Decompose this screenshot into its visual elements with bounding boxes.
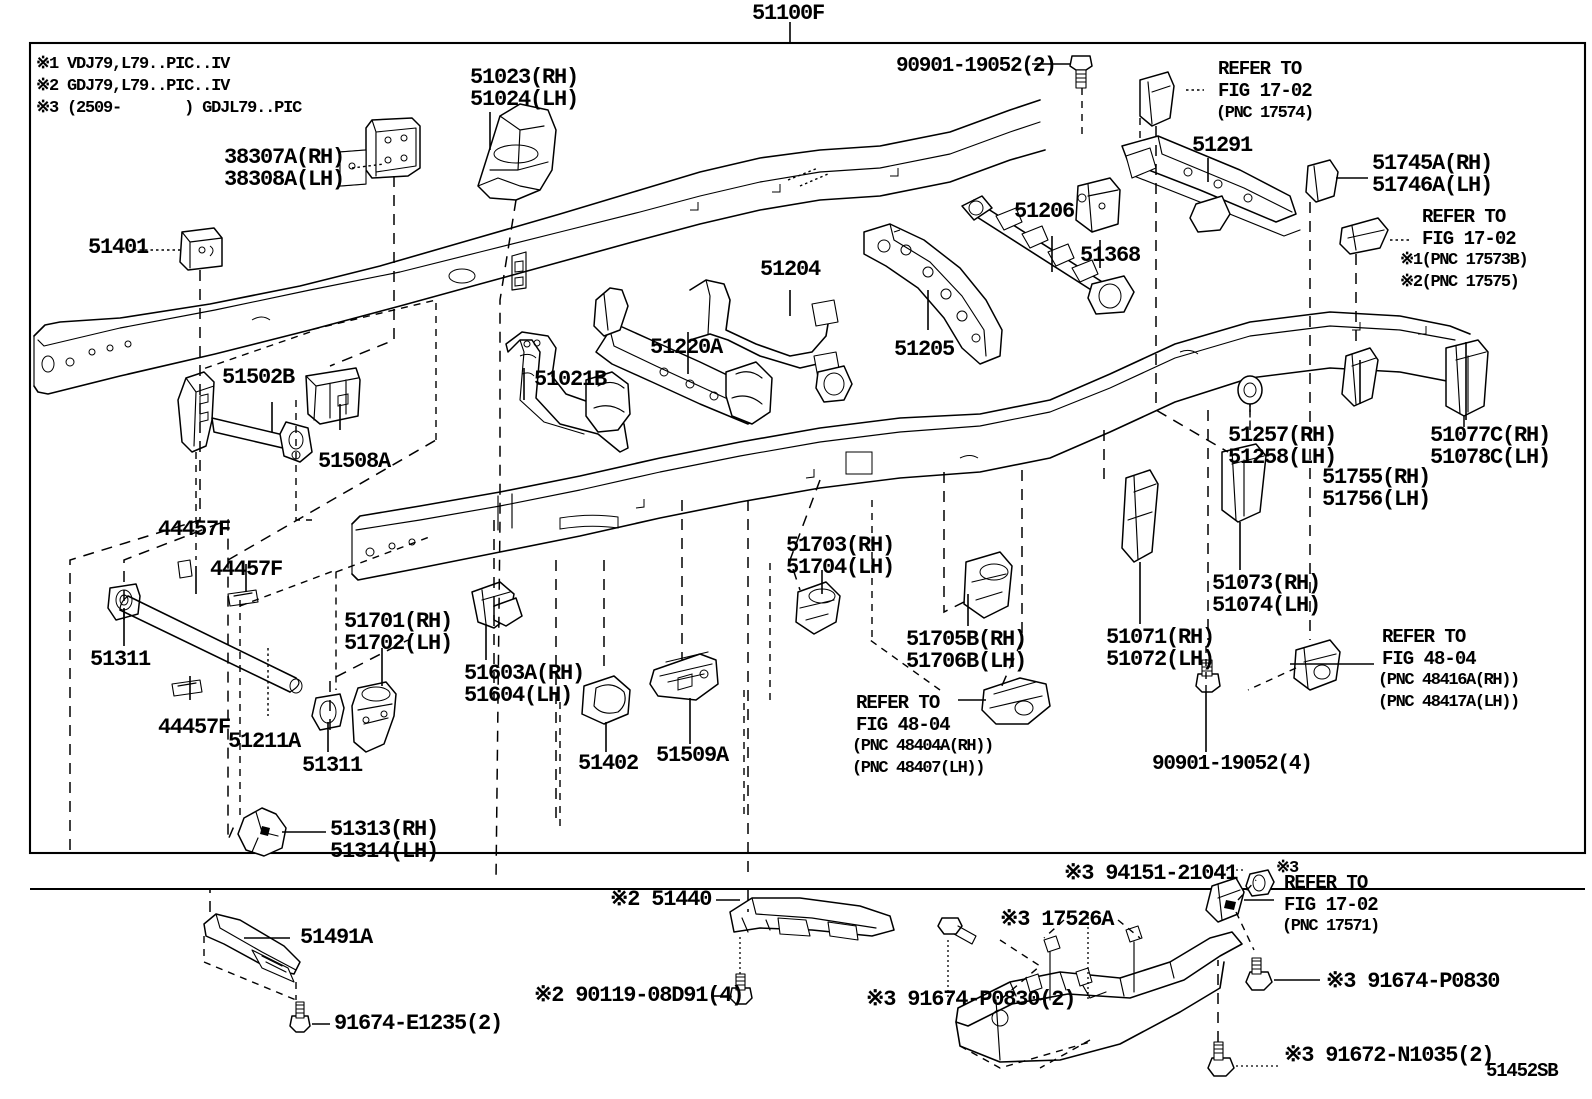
refer-5-mark: ※3 bbox=[1276, 859, 1299, 878]
refer-3-line3: (PNC 48404A(RH)) bbox=[852, 737, 994, 756]
label-51704-lh: 51704(LH) bbox=[786, 555, 895, 580]
refer-5-line3: (PNC 17571) bbox=[1282, 917, 1380, 936]
label-44457f-b: 44457F bbox=[210, 557, 283, 582]
label-51755-rh: 51755(RH) bbox=[1322, 465, 1431, 490]
refer-3-line2: FIG 48-04 bbox=[856, 714, 951, 736]
label-51509a: 51509A bbox=[656, 743, 729, 768]
label-51756-lh: 51756(LH) bbox=[1322, 487, 1431, 512]
label-bolt-91672-n1035: ※3 91672-N1035(2) bbox=[1284, 1043, 1494, 1068]
label-51257-rh: 51257(RH) bbox=[1228, 423, 1337, 448]
label-38307a-rh: 38307A(RH) bbox=[224, 145, 345, 170]
refer-3-line4: (PNC 48407(LH)) bbox=[852, 759, 985, 778]
refer-4-line3: (PNC 48416A(RH)) bbox=[1378, 671, 1520, 690]
refer-2-line3: ※1(PNC 17573B) bbox=[1400, 251, 1529, 270]
refer-4-line4: (PNC 48417A(LH)) bbox=[1378, 693, 1520, 712]
label-51024-lh: 51024(LH) bbox=[470, 87, 579, 112]
label-51603a-rh: 51603A(RH) bbox=[464, 661, 585, 686]
legend-line-1: ※1 VDJ79,L79..PIC..IV bbox=[36, 55, 230, 74]
refer-1-line3: (PNC 17574) bbox=[1216, 104, 1314, 123]
refer-1-line2: FIG 17-02 bbox=[1218, 80, 1313, 102]
label-51746a-lh: 51746A(LH) bbox=[1372, 173, 1493, 198]
label-51705b-rh: 51705B(RH) bbox=[906, 627, 1027, 652]
label-bolt-91674-e1235: 91674-E1235(2) bbox=[334, 1011, 503, 1036]
refer-2-line1: REFER TO bbox=[1422, 206, 1506, 228]
label-51205: 51205 bbox=[894, 337, 955, 362]
label-51220a: 51220A bbox=[650, 335, 723, 360]
label-51311-a: 51311 bbox=[90, 647, 151, 672]
label-51702-lh: 51702(LH) bbox=[344, 631, 453, 656]
label-51745a-rh: 51745A(RH) bbox=[1372, 151, 1493, 176]
label-51706b-lh: 51706B(LH) bbox=[906, 649, 1027, 674]
refer-5-line1: REFER TO bbox=[1284, 872, 1368, 894]
label-bolt-90901-top: 90901-19052(2) bbox=[896, 55, 1057, 78]
label-51078c-lh: 51078C(LH) bbox=[1430, 445, 1551, 470]
label-51604-lh: 51604(LH) bbox=[464, 683, 573, 708]
label-38308a-lh: 38308A(LH) bbox=[224, 167, 345, 192]
label-51502b: 51502B bbox=[222, 365, 295, 390]
bolt-90901-top bbox=[1069, 55, 1093, 89]
label-51401: 51401 bbox=[88, 235, 149, 260]
sheet-code: 51452SB bbox=[1486, 1060, 1559, 1082]
label-51368: 51368 bbox=[1080, 243, 1141, 268]
refer-4-line1: REFER TO bbox=[1382, 626, 1466, 648]
refer-4-line2: FIG 48-04 bbox=[1382, 648, 1477, 670]
label-51211a: 51211A bbox=[228, 729, 301, 754]
label-51073-rh: 51073(RH) bbox=[1212, 571, 1321, 596]
label-51314-lh: 51314(LH) bbox=[330, 839, 439, 864]
label-bolt-91674-p0830: ※3 91674-P0830 bbox=[1326, 969, 1500, 994]
refer-2-line2: FIG 17-02 bbox=[1422, 228, 1517, 250]
page-title: 51100F bbox=[752, 1, 825, 26]
refer-2-line4: ※2(PNC 17575) bbox=[1400, 273, 1520, 292]
label-44457f-c: 44457F bbox=[158, 715, 231, 740]
label-51440: ※2 51440 bbox=[610, 887, 712, 912]
label-44457f-a: 44457F bbox=[158, 517, 231, 542]
label-94151-21041: ※3 94151-21041 bbox=[1064, 861, 1238, 886]
label-bolt-90119-08d91: ※2 90119-08D91(4) bbox=[534, 983, 744, 1008]
label-51074-lh: 51074(LH) bbox=[1212, 593, 1321, 618]
refer-5-line2: FIG 17-02 bbox=[1284, 894, 1379, 916]
refer-1-line1: REFER TO bbox=[1218, 58, 1302, 80]
label-51021b: 51021B bbox=[534, 367, 607, 392]
label-51258-lh: 51258(LH) bbox=[1228, 445, 1337, 470]
label-51311-b: 51311 bbox=[302, 753, 363, 778]
label-51291: 51291 bbox=[1192, 133, 1253, 158]
label-51071-rh: 51071(RH) bbox=[1106, 625, 1215, 650]
label-51206: 51206 bbox=[1014, 199, 1075, 224]
label-51204: 51204 bbox=[760, 257, 821, 282]
label-bolt-90901-4: 90901-19052(4) bbox=[1152, 753, 1313, 776]
legend-line-2: ※2 GDJ79,L79..PIC..IV bbox=[36, 77, 230, 96]
legend-line-3: ※3 (2509- ) GDJL79..PIC bbox=[36, 99, 302, 118]
label-51077c-rh: 51077C(RH) bbox=[1430, 423, 1551, 448]
label-51703-rh: 51703(RH) bbox=[786, 533, 895, 558]
label-51508a: 51508A bbox=[318, 449, 391, 474]
refer-3-line1: REFER TO bbox=[856, 692, 940, 714]
label-bolt-91674-p0830-2: ※3 91674-P0830(2) bbox=[866, 987, 1076, 1012]
label-51701-rh: 51701(RH) bbox=[344, 609, 453, 634]
label-51313-rh: 51313(RH) bbox=[330, 817, 439, 842]
label-17526a: ※3 17526A bbox=[1000, 907, 1114, 932]
label-51402: 51402 bbox=[578, 751, 639, 776]
label-51491a: 51491A bbox=[300, 925, 373, 950]
label-51023-rh: 51023(RH) bbox=[470, 65, 579, 90]
label-51072-lh: 51072(LH) bbox=[1106, 647, 1215, 672]
